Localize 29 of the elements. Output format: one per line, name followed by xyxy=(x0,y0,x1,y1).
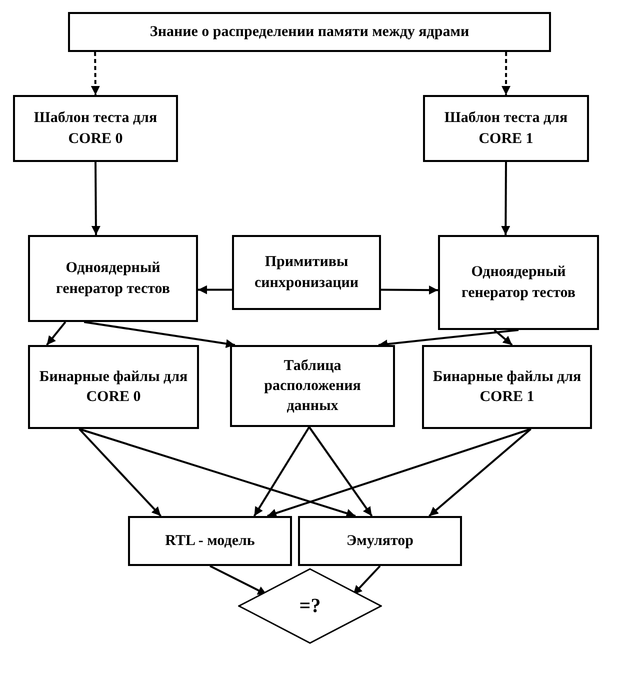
arrow xyxy=(91,162,100,235)
arrow xyxy=(381,286,438,295)
arrow xyxy=(253,426,310,517)
arrow xyxy=(494,329,513,346)
process-box: Шаблон теста для CORE 0 xyxy=(13,95,178,162)
arrow xyxy=(78,428,162,517)
process-box: Шаблон теста для CORE 1 xyxy=(423,95,589,162)
decision-diamond: =? xyxy=(238,568,382,644)
process-box: Бинарные файлы для CORE 0 xyxy=(28,345,199,429)
process-box: Одноядерный генератор тестов xyxy=(438,235,599,330)
arrow xyxy=(502,52,511,95)
arrow xyxy=(308,426,373,517)
arrow xyxy=(428,428,532,517)
arrow xyxy=(79,428,356,518)
arrow xyxy=(198,285,232,294)
arrow xyxy=(210,565,268,596)
arrow xyxy=(501,162,510,235)
process-box: Эмулятор xyxy=(298,516,462,566)
arrow xyxy=(352,565,381,596)
process-box: Одноядерный генератор тестов xyxy=(28,235,198,322)
process-box: Таблица расположения данных xyxy=(230,345,395,427)
arrow xyxy=(267,428,532,518)
process-box: RTL - модель xyxy=(128,516,292,566)
process-box: Знание о распределении памяти между ядрами xyxy=(68,12,551,52)
arrow xyxy=(90,52,100,96)
process-box: Бинарные файлы для CORE 1 xyxy=(422,345,592,429)
process-box: Примитивы синхронизации xyxy=(232,235,381,310)
arrow xyxy=(46,321,66,346)
arrow xyxy=(84,321,236,348)
